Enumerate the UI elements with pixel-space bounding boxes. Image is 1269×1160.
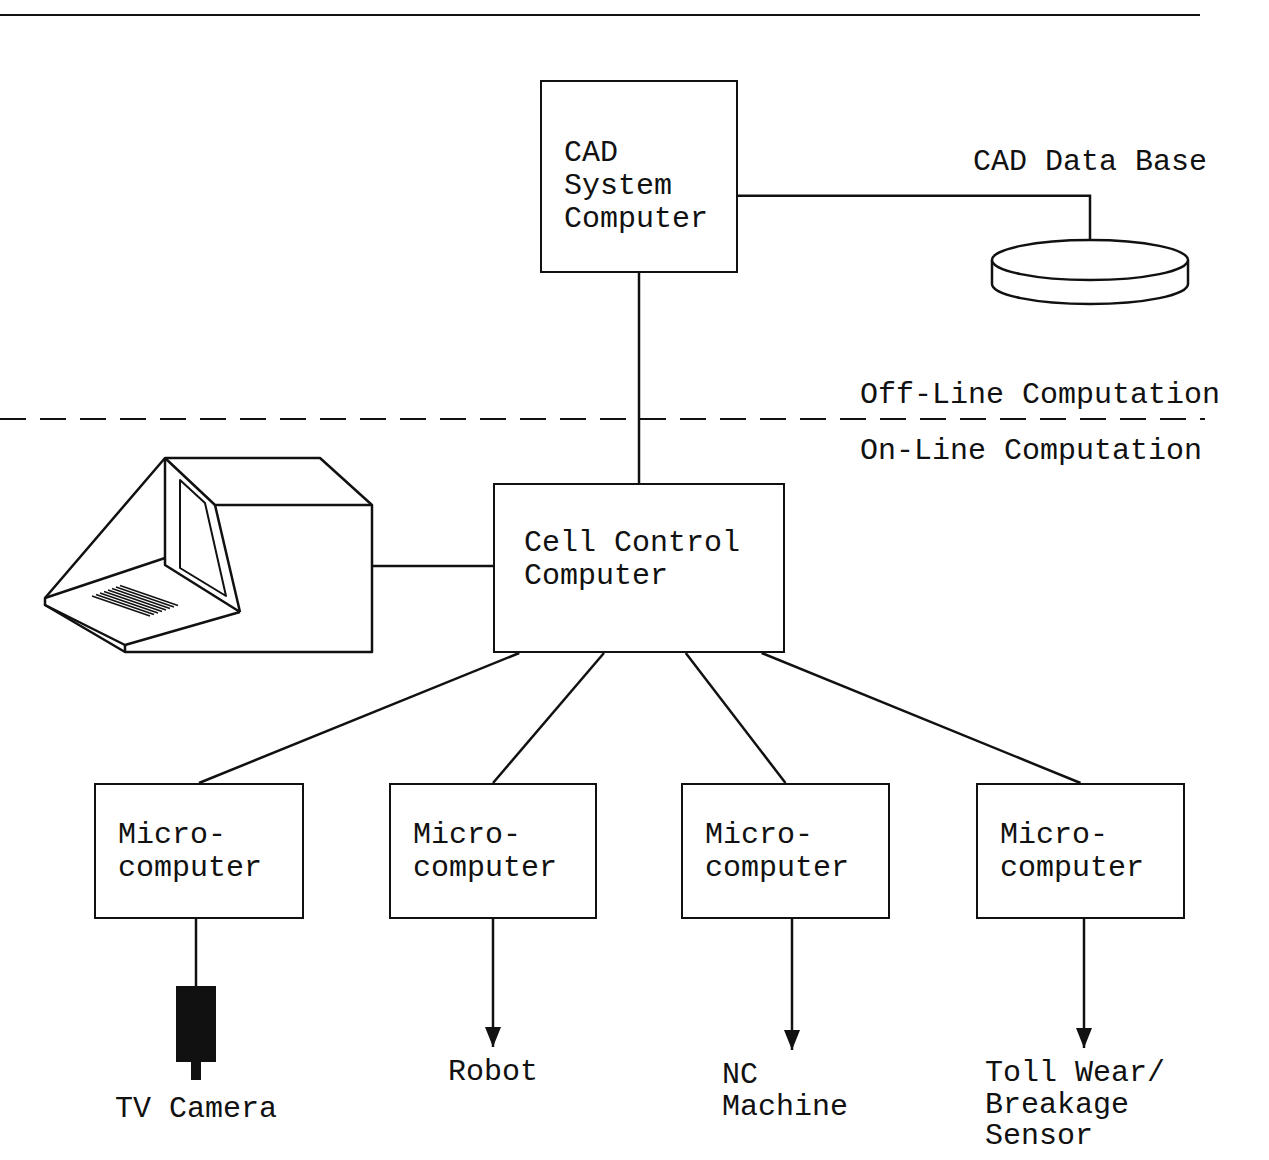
box-label: Micro- computer [1000, 819, 1161, 885]
microcomputer-box: Micro- computer [681, 783, 890, 919]
microcomputer-box: Micro- computer [389, 783, 597, 919]
keyboard-key-row [116, 587, 174, 607]
keyboard-key-row [120, 586, 178, 606]
cylinder-top [992, 240, 1188, 280]
divider-line [0, 418, 1205, 420]
keyboard-key-row [112, 589, 170, 609]
connector-line [638, 273, 641, 483]
cylinder-shape [958, 238, 1222, 310]
top-rule [0, 14, 1200, 16]
microcomputer-box: Micro- computer [976, 783, 1185, 919]
region-label: Off-Line Computation [860, 380, 1260, 412]
device-label: Robot [413, 1057, 573, 1089]
connector-line [762, 653, 1081, 783]
cell-control-box: Cell Control Computer [493, 483, 785, 653]
connector-line [199, 653, 519, 783]
terminal-illustration [45, 458, 372, 652]
cad-computer-box: CAD System Computer [540, 80, 738, 273]
box-label: Micro- computer [413, 819, 573, 885]
device-label: NC Machine [722, 1060, 882, 1123]
box-label: Micro- computer [118, 819, 280, 885]
connector-line [686, 653, 786, 783]
robot-lead [492, 918, 495, 1047]
sensor-lead [1083, 918, 1086, 1048]
database-label: CAD Data Base [958, 146, 1222, 179]
device-label: Toll Wear/ Breakage Sensor [985, 1058, 1181, 1153]
box-label: Micro- computer [705, 819, 866, 885]
database-cylinder: CAD Data Base [958, 146, 1222, 308]
device-label: TV Camera [96, 1094, 296, 1126]
box-label: CAD System Computer [564, 137, 714, 236]
terminal-cable [372, 565, 493, 568]
tv-camera [176, 918, 216, 1080]
keyboard-key-row [108, 590, 166, 610]
region-label: On-Line Computation [860, 436, 1260, 468]
connector-line [493, 653, 604, 783]
box-label: Cell Control Computer [524, 527, 754, 593]
microcomputer-box: Micro- computer [94, 783, 304, 919]
keyboard-key-row [104, 592, 162, 612]
nc-machine-lead [791, 918, 794, 1050]
